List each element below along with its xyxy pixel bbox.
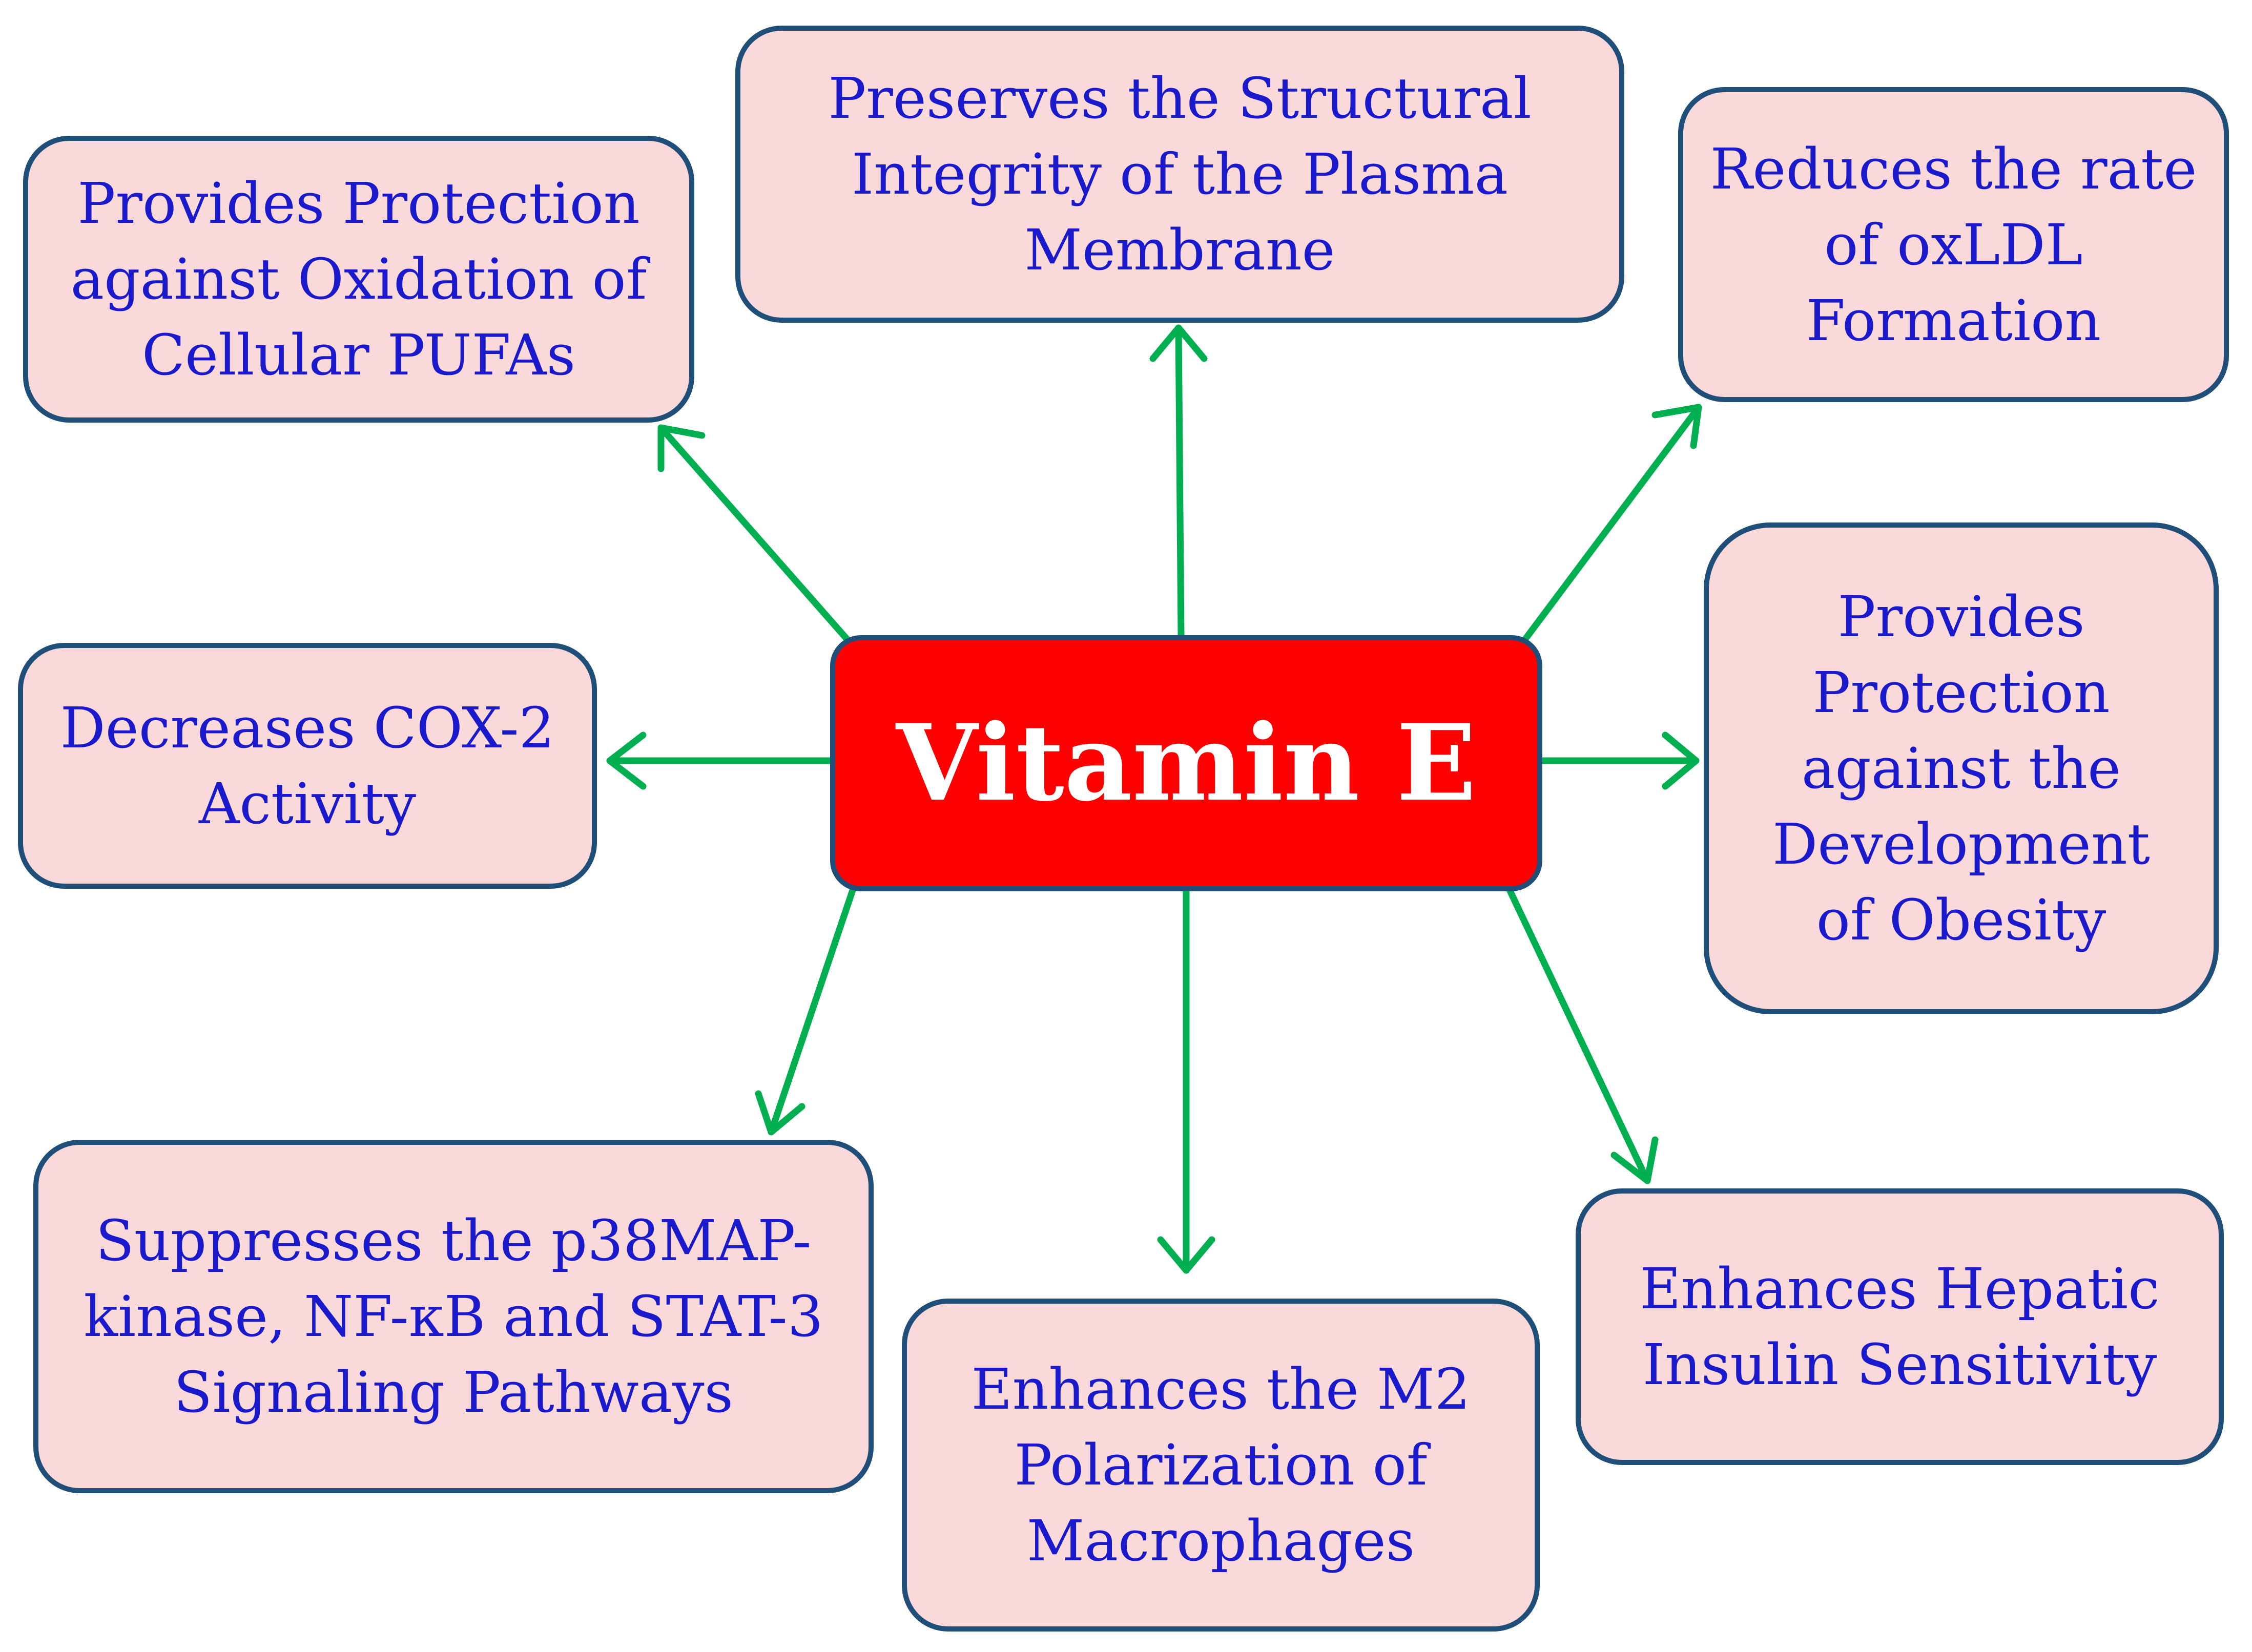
effect-box-cox2: Decreases COX-2 Activity xyxy=(18,643,597,889)
arrow-to-oxldl xyxy=(1521,404,1702,644)
center-node-vitamin-e: Vitamin E xyxy=(830,635,1542,891)
arrowhead-signaling xyxy=(755,1090,805,1136)
effect-text-obesity: Provides Protection against the Developm… xyxy=(1772,584,2150,953)
effect-text-membrane: Preserves the Structural Integrity of th… xyxy=(828,66,1532,283)
center-label: Vitamin E xyxy=(896,702,1477,825)
effect-box-m2: Enhances the M2 Polarization of Macropha… xyxy=(902,1299,1540,1632)
effect-text-signaling: Suppresses the p38MAP- kinase, NF-κB and… xyxy=(84,1208,823,1425)
arrow-to-pufa xyxy=(657,424,852,644)
arrowhead-membrane xyxy=(1149,324,1208,362)
arrow-to-insulin xyxy=(1505,885,1651,1184)
arrowhead-cox2 xyxy=(606,731,647,790)
effect-box-membrane: Preserves the Structural Integrity of th… xyxy=(735,26,1624,323)
arrowhead-obesity xyxy=(1662,731,1700,790)
effect-box-obesity: Provides Protection against the Developm… xyxy=(1704,522,2219,1014)
arrowhead-m2 xyxy=(1157,1236,1215,1274)
arrow-to-signaling xyxy=(768,885,857,1136)
effect-text-oxldl: Reduces the rate of oxLDL Formation xyxy=(1710,136,2197,353)
effect-box-insulin: Enhances Hepatic Insulin Sensitivity xyxy=(1576,1188,2224,1465)
effect-text-cox2: Decreases COX-2 Activity xyxy=(60,695,555,837)
effect-text-insulin: Enhances Hepatic Insulin Sensitivity xyxy=(1640,1256,2160,1397)
effect-box-oxldl: Reduces the rate of oxLDL Formation xyxy=(1678,87,2229,402)
effect-text-m2: Enhances the M2 Polarization of Macropha… xyxy=(971,1356,1471,1574)
effect-text-pufa: Provides Protection against Oxidation of… xyxy=(70,171,647,388)
arrowhead-oxldl xyxy=(1651,404,1702,449)
effect-box-pufa: Provides Protection against Oxidation of… xyxy=(23,136,694,423)
arrowhead-insulin xyxy=(1610,1136,1659,1184)
arrowhead-pufa xyxy=(657,424,706,472)
arrow-to-membrane xyxy=(1175,324,1185,639)
effect-box-signaling: Suppresses the p38MAP- kinase, NF-κB and… xyxy=(33,1140,874,1493)
